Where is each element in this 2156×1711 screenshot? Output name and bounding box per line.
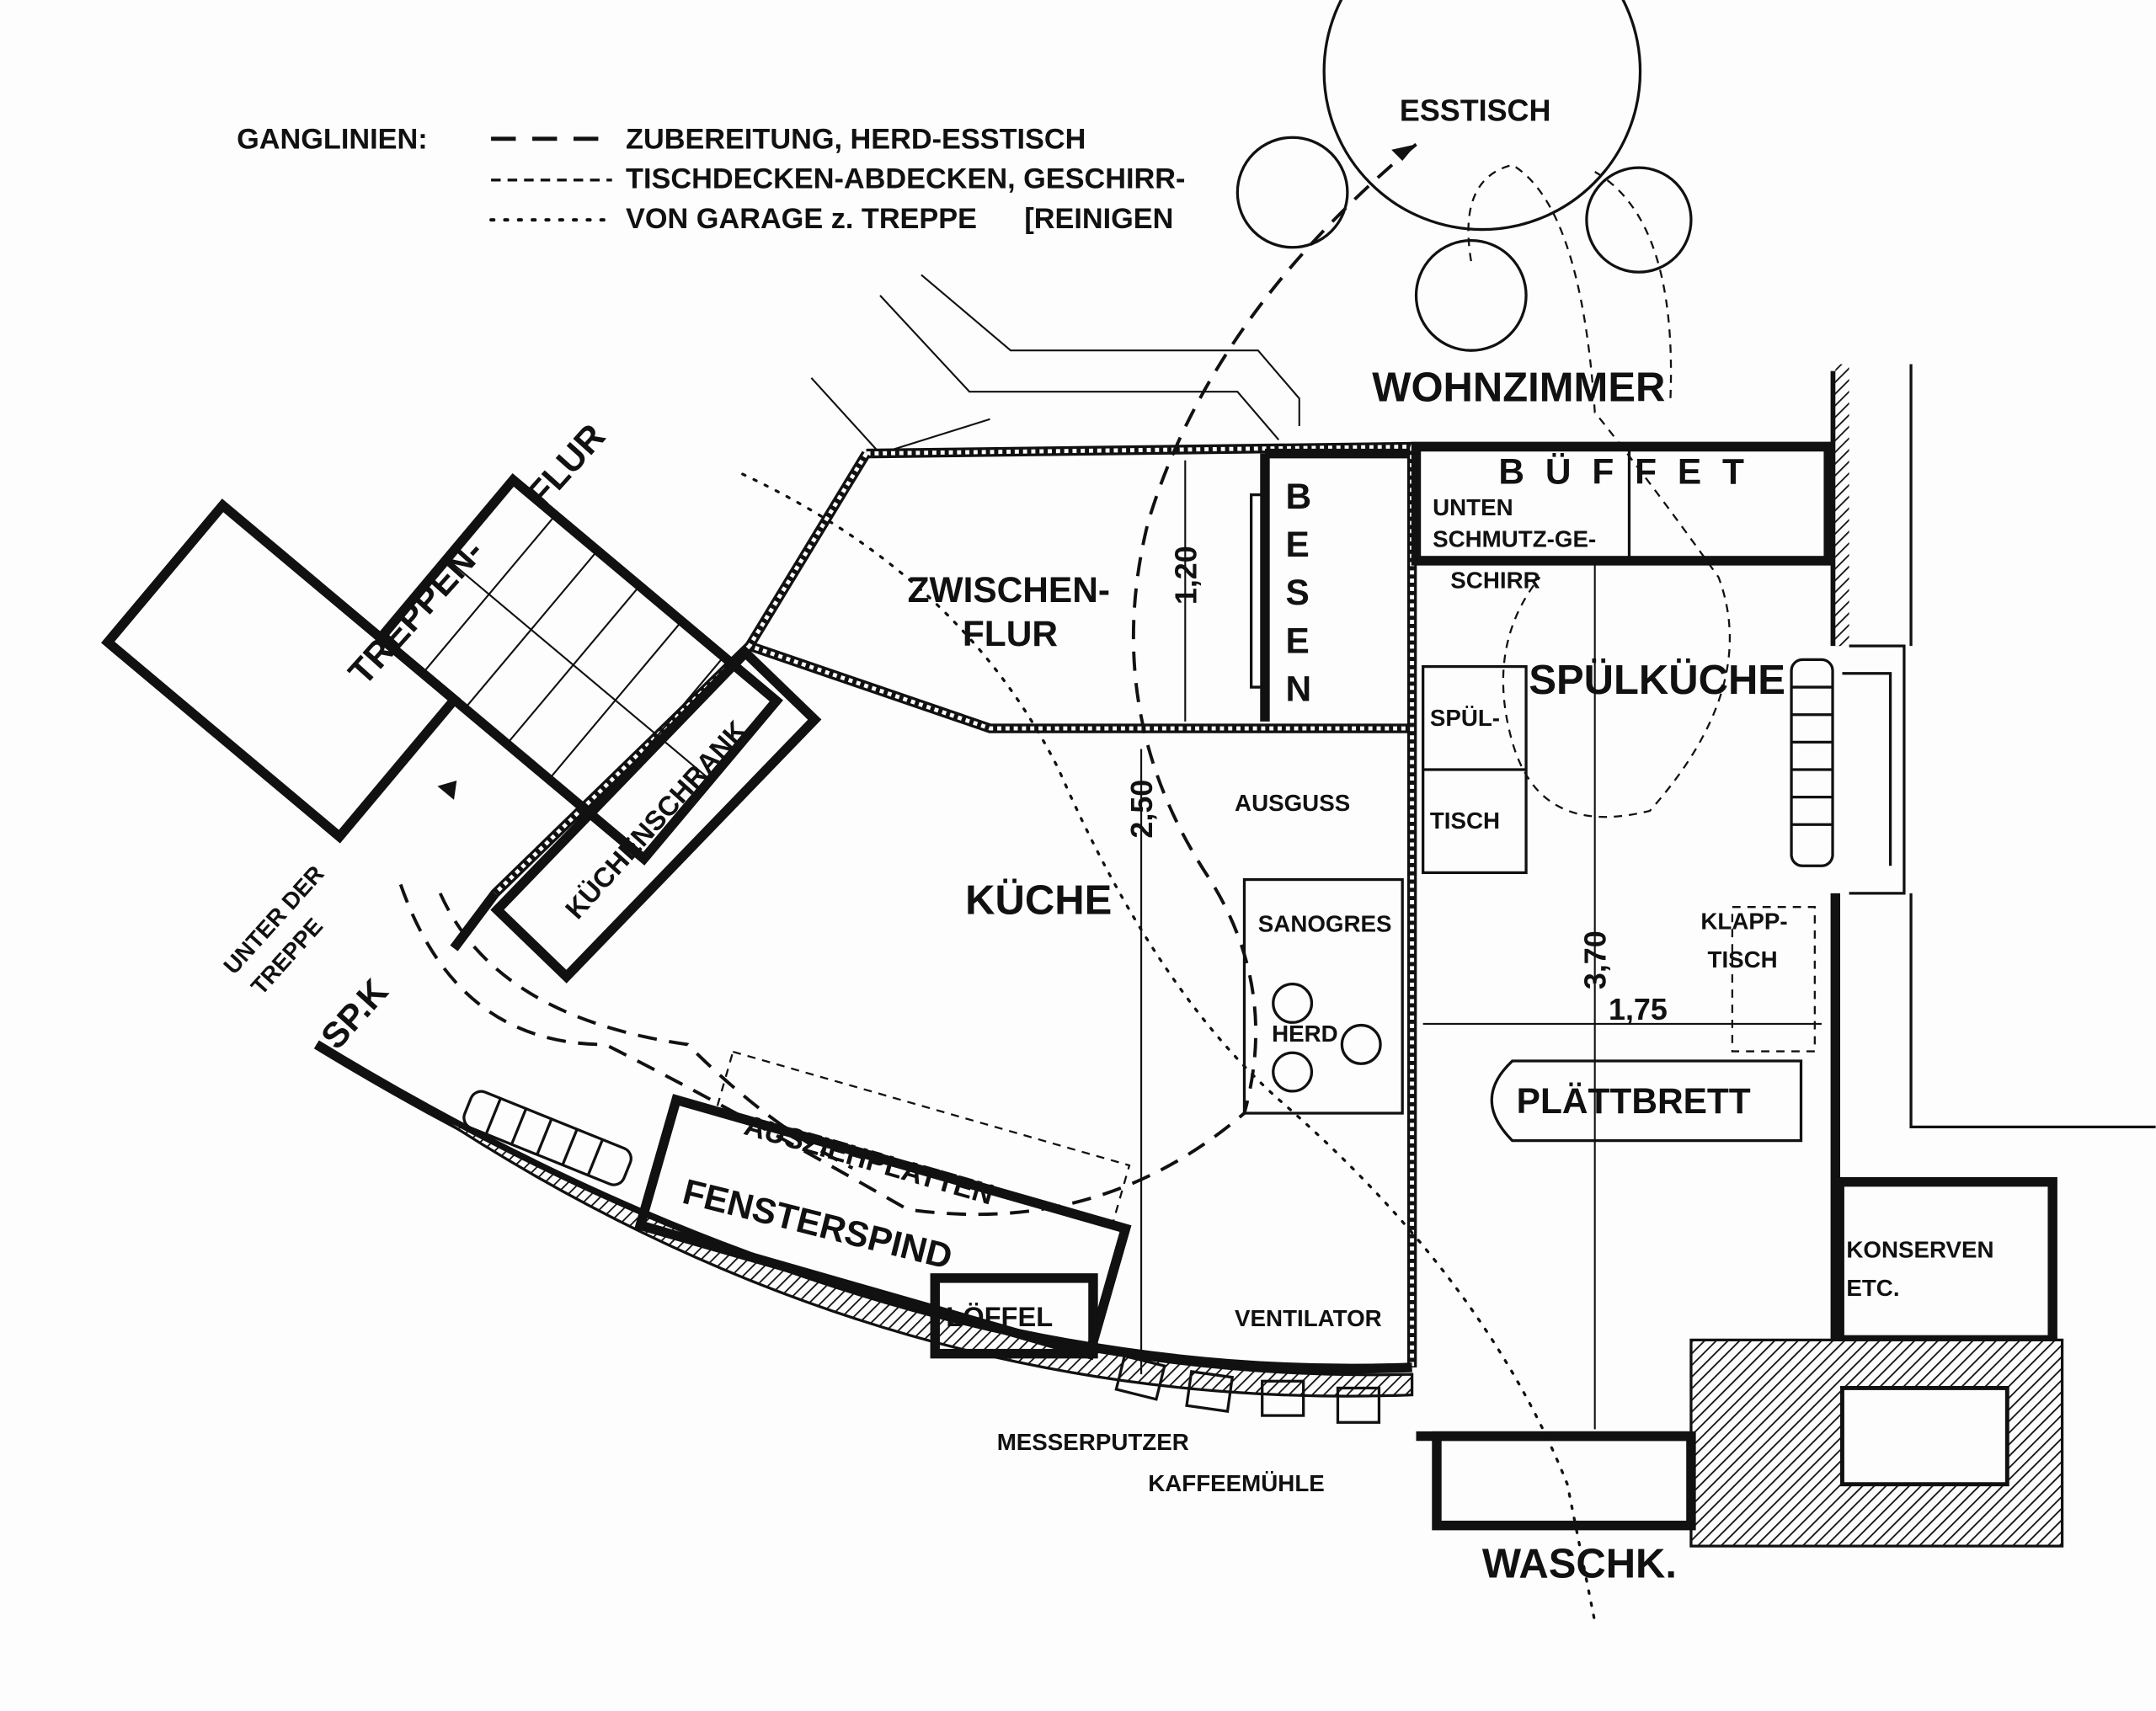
- chair: [1414, 238, 1528, 352]
- label-sanogres: SANOGRES: [1258, 911, 1392, 937]
- label-loeffel: LÖFFEL: [946, 1301, 1053, 1332]
- path-garage-treppe: [741, 472, 1597, 1623]
- legend-item-3: VON GARAGE z. TREPPE: [626, 203, 977, 235]
- besen-letter: N: [1285, 669, 1311, 708]
- label-spuel: SPÜL-: [1430, 705, 1500, 731]
- room-label-esstisch: ESSTISCH: [1400, 94, 1550, 128]
- room-label-spuelkueche: SPÜLKÜCHE: [1529, 658, 1785, 703]
- legend-title: GANGLINIEN:: [237, 123, 428, 155]
- besen-letter: E: [1285, 621, 1309, 660]
- label-kaffeemuehle: KAFFEEMÜHLE: [1148, 1470, 1325, 1496]
- under-stairs-storage: [100, 498, 462, 844]
- path-zubereitung-2: [438, 893, 854, 1170]
- chair: [1585, 166, 1693, 274]
- label-messerputzer: MESSERPUTZER: [997, 1429, 1189, 1455]
- room-label-flur: FLUR: [520, 416, 613, 514]
- dimension-175: 1,75: [1609, 993, 1668, 1026]
- room-label-kueche: KÜCHE: [965, 877, 1112, 923]
- radiator-icon: [462, 1090, 632, 1186]
- legend-item-2: TISCHDECKEN-ABDECKEN, GESCHIRR-: [626, 163, 1185, 195]
- besen-letter: B: [1285, 477, 1311, 516]
- label-herd: HERD: [1272, 1021, 1338, 1047]
- herd-stove: [1242, 877, 1404, 1115]
- label-schmutz: SCHMUTZ-GE-: [1433, 526, 1596, 552]
- besen-letter: S: [1285, 573, 1309, 612]
- dimension-250: 2,50: [1125, 780, 1159, 839]
- label-tisch: TISCH: [1430, 808, 1500, 834]
- besen-letter: E: [1285, 525, 1309, 564]
- wall-niches: [1114, 1354, 1381, 1424]
- label-ausguss: AUSGUSS: [1235, 790, 1350, 816]
- label-klapptisch: TISCH: [1708, 946, 1778, 973]
- fensterspind-cabinet: [634, 1050, 1132, 1361]
- dimension-lines: [1140, 460, 1822, 1430]
- room-label-zwischen-flur: FLUR: [963, 614, 1058, 653]
- label-spk: SP.K: [313, 971, 396, 1056]
- staircase: [100, 472, 783, 866]
- room-label-wohnzimmer: WOHNZIMMER: [1372, 365, 1665, 411]
- terrace-outline: [810, 274, 1300, 455]
- arrow-icon: [437, 781, 457, 800]
- path-zubereitung: [397, 142, 1417, 1217]
- klapptisch: [1731, 906, 1816, 1053]
- waschkueche-door: [1432, 1431, 1696, 1531]
- dining-table: [1322, 0, 1642, 232]
- label-etc: ETC.: [1846, 1275, 1899, 1301]
- legend-item-1: ZUBEREITUNG, HERD-ESSTISCH: [626, 123, 1086, 155]
- label-unten: UNTEN: [1433, 494, 1513, 520]
- radiator-icon: [1790, 658, 1834, 867]
- dimension-370: 3,70: [1579, 930, 1613, 989]
- label-klapp: KLAPP-: [1700, 908, 1787, 934]
- label-konserven: KONSERVEN: [1846, 1236, 1993, 1262]
- legend-continuation: [REINIGEN: [1024, 203, 1173, 235]
- arrow-icon: [1391, 144, 1417, 161]
- besen-closet-label: B E S E N: [1285, 477, 1311, 708]
- room-label-zwischen: ZWISCHEN-: [908, 570, 1110, 610]
- label-bueffet: B Ü F F E T: [1498, 452, 1749, 492]
- loeffel-drawer: [930, 1273, 1098, 1359]
- label-plaettbrett: PLÄTTBRETT: [1517, 1081, 1751, 1121]
- chair: [1235, 136, 1349, 249]
- kuechenschrank-cabinet: [490, 646, 822, 983]
- path-tischdecken: [1467, 163, 1732, 818]
- plaettbrett-board: [1490, 1059, 1803, 1143]
- label-ventilator: VENTILATOR: [1235, 1305, 1382, 1331]
- room-label-waschk: WASCHK.: [1482, 1542, 1677, 1587]
- legend: GANGLINIEN: ZUBEREITUNG, HERD-ESSTISCH T…: [237, 123, 1185, 235]
- dining-table-group: ESSTISCH: [1235, 0, 1693, 352]
- label-schirr: SCHIRR: [1450, 568, 1540, 594]
- dimension-120: 1,20: [1169, 546, 1203, 605]
